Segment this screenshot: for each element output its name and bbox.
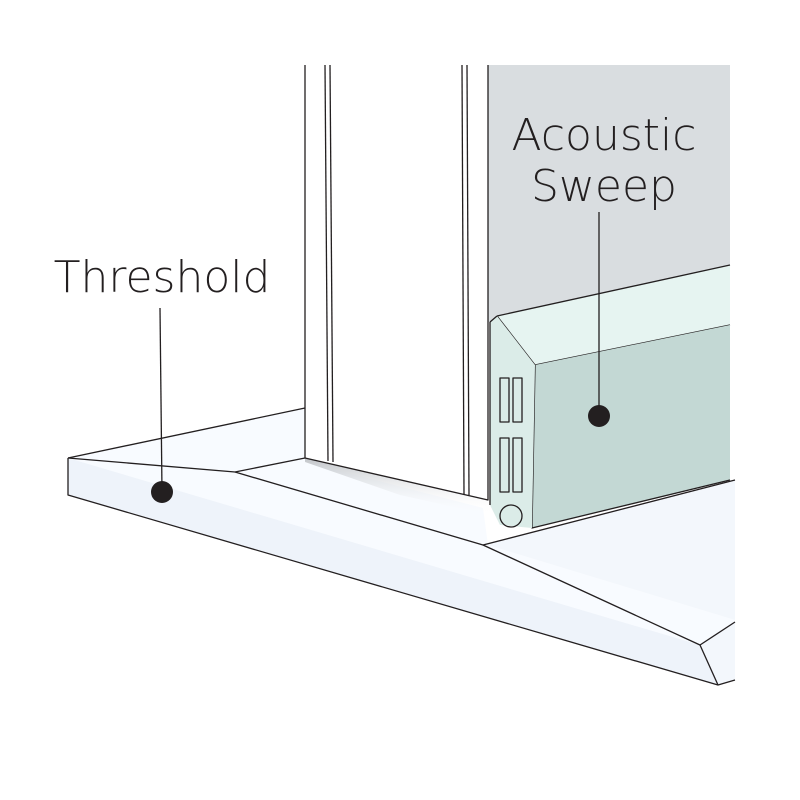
- door-frame: [304, 64, 489, 501]
- seal-bulb: [499, 504, 523, 528]
- threshold-pointer-dot: [151, 481, 173, 503]
- acoustic-sweep: [489, 264, 731, 529]
- sweep-vents: [499, 377, 523, 493]
- sweep-label-line1: Acoustic: [512, 110, 697, 161]
- threshold-pointer: [151, 307, 173, 503]
- sweep-label-line2: Sweep: [531, 161, 677, 212]
- sweep-pointer: [588, 212, 610, 427]
- threshold-shape: [67, 407, 736, 686]
- threshold-label: Threshold: [54, 252, 271, 303]
- door-shadow: [305, 458, 490, 515]
- sweep-pointer-dot: [588, 405, 610, 427]
- door-panel: [488, 65, 730, 322]
